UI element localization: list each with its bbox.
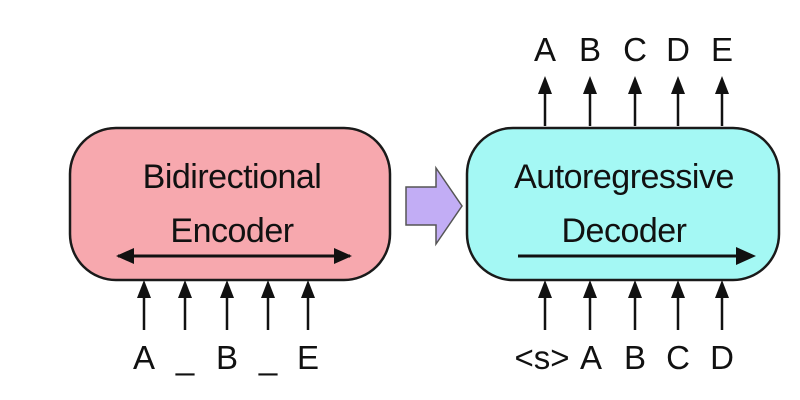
decoder-output-token-3: C [623, 31, 647, 68]
decoder-title-line1: Autoregressive [514, 158, 734, 196]
encoder-input-arrowhead-5 [301, 280, 315, 298]
encoder-input-arrows [137, 280, 315, 330]
decoder-output-token-1: A [533, 31, 557, 68]
decoder-input-arrowhead-2 [583, 280, 597, 298]
decoder-input-arrowhead-4 [671, 280, 685, 298]
decoder-input-token-3: B [623, 339, 647, 376]
encoder-input-arrowhead-4 [261, 280, 275, 298]
decoder-output-arrowhead-4 [671, 76, 685, 94]
decoder-output-arrows [538, 76, 729, 126]
encoder-input-token-3: B [215, 339, 239, 376]
decoder-output-token-4: D [666, 31, 690, 68]
encoder-input-token-1: A [132, 339, 156, 376]
encoder-input-arrowhead-1 [137, 280, 151, 298]
decoder-output-arrowhead-3 [628, 76, 642, 94]
decoder-output-arrowhead-1 [538, 76, 552, 94]
encoder-input-token-2: _ [175, 339, 195, 376]
decoder-input-token-2: A [579, 339, 603, 376]
encoder-title-line1: Bidirectional [142, 158, 322, 196]
decoder-output-token-2: B [578, 31, 602, 68]
encoder-arrowhead-left [116, 248, 134, 264]
encoder-arrowhead-right [334, 248, 352, 264]
transition-arrow [405, 165, 463, 247]
decoder-input-token-1: <s> [514, 339, 570, 376]
decoder-input-token-5: D [710, 339, 734, 376]
encoder-input-arrowhead-3 [220, 280, 234, 298]
decoder-arrowhead-right [736, 247, 756, 265]
encoder-input-token-5: E [296, 339, 320, 376]
decoder-input-token-4: C [666, 339, 690, 376]
decoder-output-token-5: E [710, 31, 734, 68]
decoder-output-arrowhead-5 [715, 76, 729, 94]
decoder-input-arrowhead-3 [628, 280, 642, 298]
decoder-input-arrowhead-5 [715, 280, 729, 298]
decoder-output-arrowhead-2 [583, 76, 597, 94]
decoder-title-line2: Decoder [561, 212, 687, 250]
decoder-box [465, 126, 781, 282]
decoder-input-arrows [538, 280, 729, 330]
encoder-title-line2: Encoder [170, 212, 294, 250]
encoder-input-token-4: _ [258, 339, 278, 376]
encoder-box [68, 126, 392, 282]
decoder-input-arrowhead-1 [538, 280, 552, 298]
encoder-input-arrowhead-2 [178, 280, 192, 298]
